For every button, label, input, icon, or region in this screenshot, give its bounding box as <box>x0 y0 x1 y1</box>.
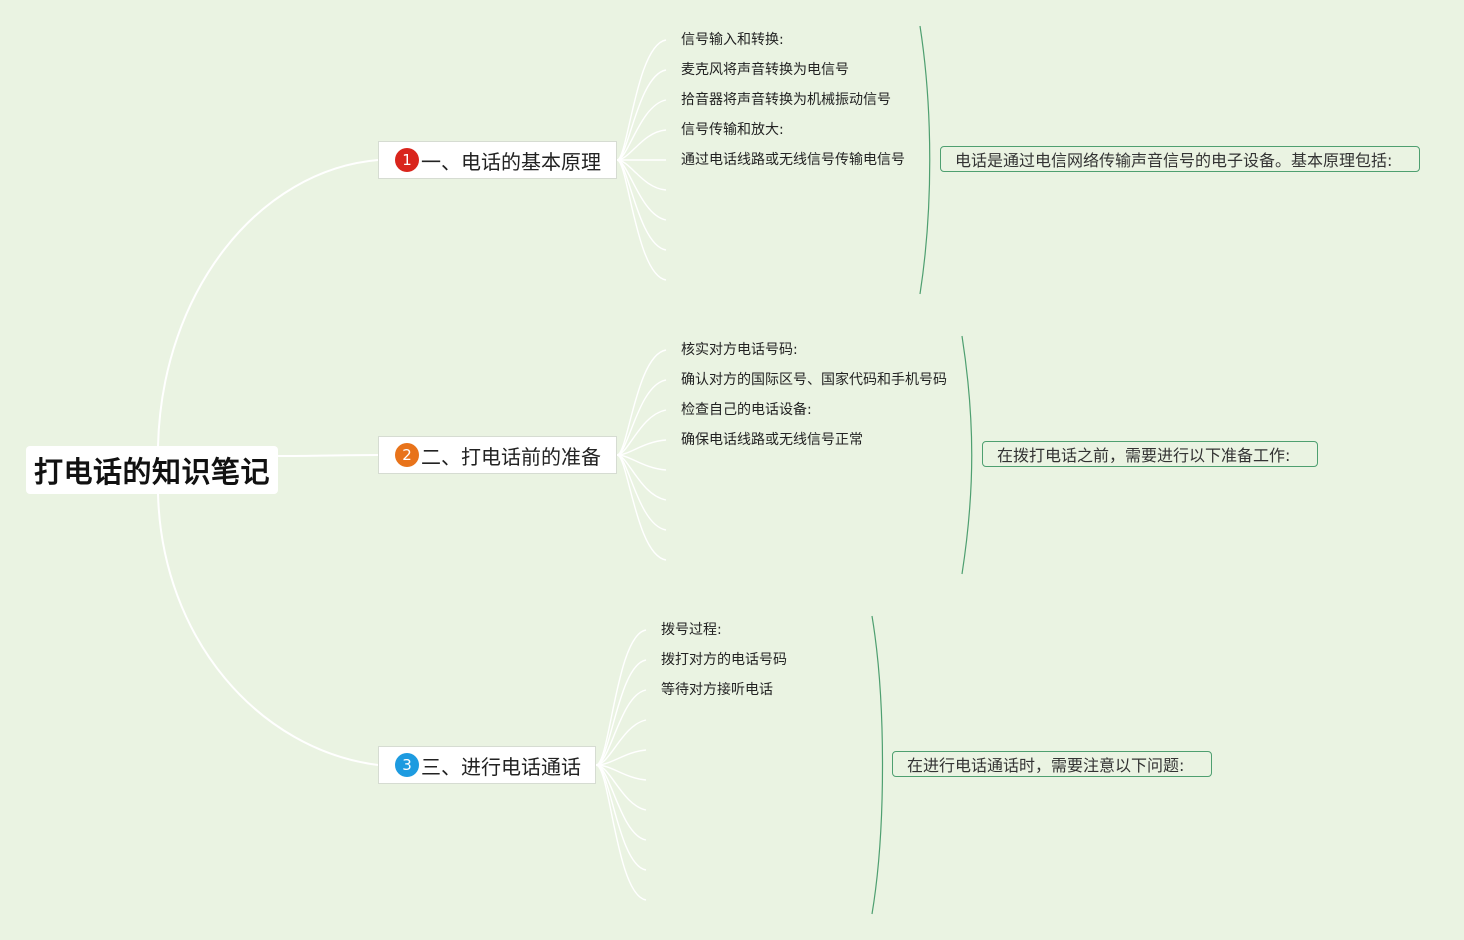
subtopic-check-device[interactable]: 检查自己的电话设备: <box>681 402 812 418</box>
main-topic-label: 三、进行电话通话 <box>421 754 581 779</box>
subtopic-dialing-process[interactable]: 拨号过程: <box>661 622 722 638</box>
main-topic-making-call[interactable]: 3 三、进行电话通话 <box>378 746 596 784</box>
summary-bracket-branch-1 <box>919 25 931 295</box>
summary-branch-1[interactable]: 电话是通过电信网络传输声音信号的电子设备。基本原理包括: <box>940 146 1420 172</box>
main-topic-basic-principles[interactable]: 1 一、电话的基本原理 <box>378 141 617 179</box>
summary-bracket-branch-2 <box>961 335 973 575</box>
priority-2-icon: 2 <box>395 443 419 467</box>
subtopic-confirm-codes[interactable]: 确认对方的国际区号、国家代码和手机号码 <box>681 372 947 388</box>
connector-root-branch-2 <box>277 454 379 457</box>
summary-branch-2[interactable]: 在拨打电话之前，需要进行以下准备工作: <box>982 441 1318 467</box>
subtopic-signal-input[interactable]: 信号输入和转换: <box>681 32 784 48</box>
subtopic-ensure-signal[interactable]: 确保电话线路或无线信号正常 <box>681 432 863 448</box>
priority-3-icon: 3 <box>395 753 419 777</box>
priority-1-icon: 1 <box>395 148 419 172</box>
subtopic-dial-number[interactable]: 拨打对方的电话号码 <box>661 652 787 668</box>
fan-lines-branch-2 <box>616 349 667 561</box>
subtopic-microphone[interactable]: 麦克风将声音转换为电信号 <box>681 62 849 78</box>
connector-root-branch-1 <box>157 159 379 447</box>
main-topic-label: 一、电话的基本原理 <box>421 149 601 174</box>
subtopic-pickup[interactable]: 拾音器将声音转换为机械振动信号 <box>681 92 891 108</box>
subtopic-signal-transmission[interactable]: 信号传输和放大: <box>681 122 784 138</box>
subtopic-line-transmission[interactable]: 通过电话线路或无线信号传输电信号 <box>681 152 905 168</box>
connector-root-branch-3 <box>157 493 379 766</box>
main-topic-preparation[interactable]: 2 二、打电话前的准备 <box>378 436 617 474</box>
subtopic-verify-number[interactable]: 核实对方电话号码: <box>681 342 798 358</box>
subtopic-wait-answer[interactable]: 等待对方接听电话 <box>661 682 773 698</box>
root-topic[interactable]: 打电话的知识笔记 <box>26 446 278 494</box>
main-topic-label: 二、打电话前的准备 <box>421 444 601 469</box>
summary-bracket-branch-3 <box>871 615 884 915</box>
fan-lines-branch-3 <box>595 629 647 901</box>
summary-branch-3[interactable]: 在进行电话通话时，需要注意以下问题: <box>892 751 1212 777</box>
fan-lines-branch-1 <box>616 39 667 281</box>
